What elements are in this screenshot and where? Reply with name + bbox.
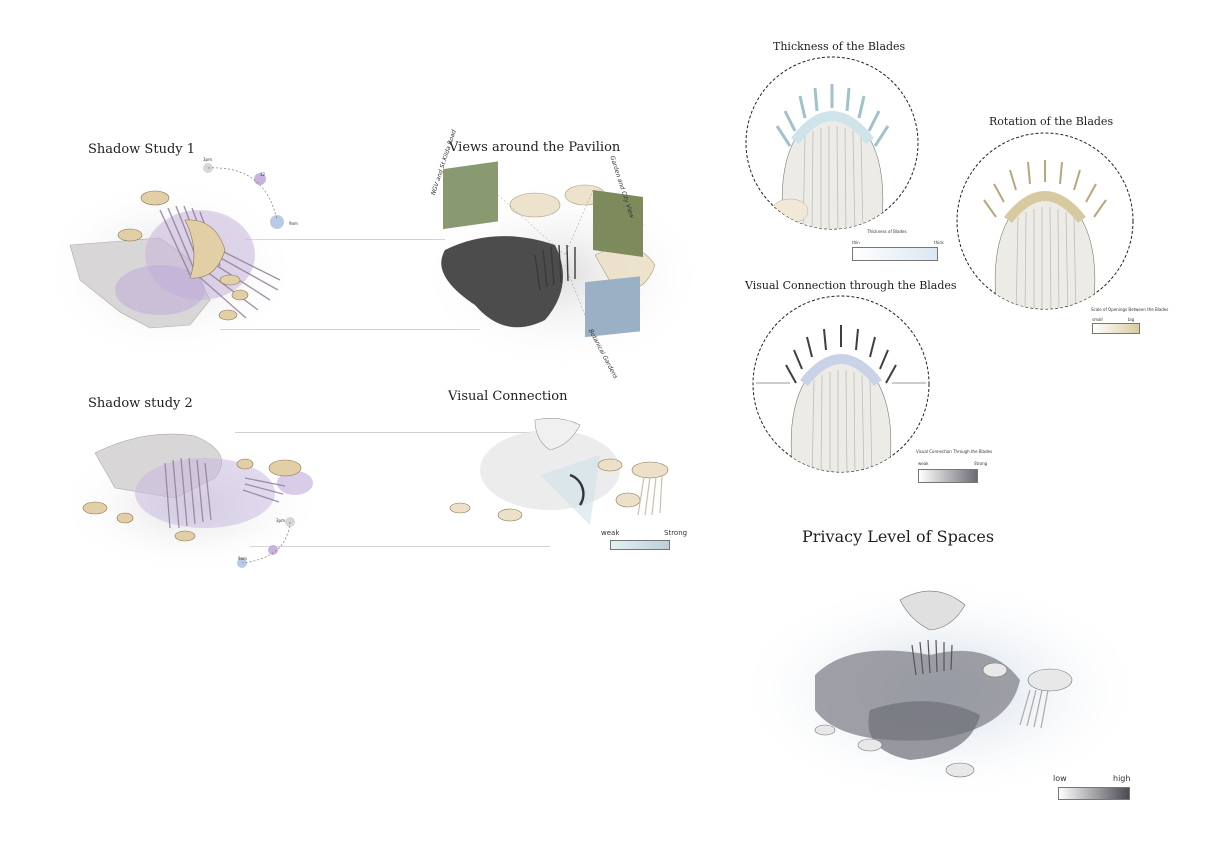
shadow-study-2-diagram — [55, 428, 325, 568]
rotation-legend-caption: Scale of Openings Between the Blades — [1091, 307, 1169, 312]
thickness-diagram — [745, 56, 919, 230]
thickness-legend-thick: thick — [934, 240, 944, 245]
connector-line — [220, 329, 480, 330]
time-label-9am: 9am — [289, 221, 298, 226]
connector-line — [245, 239, 445, 240]
views-diagram — [418, 161, 708, 365]
thickness-title: Thickness of the Blades — [773, 40, 906, 53]
shadow-study-1-title: Shadow Study 1 — [88, 142, 196, 157]
through-title: Visual Connection through the Blades — [745, 279, 957, 292]
privacy-title: Privacy Level of Spaces — [802, 527, 995, 546]
connector-line — [250, 546, 550, 547]
thickness-legend-thin: thin — [852, 240, 860, 245]
rotation-title: Rotation of the Blades — [989, 115, 1114, 128]
shadow-study-1-diagram — [40, 163, 300, 355]
thickness-legend-caption: Thickness of Blades — [867, 229, 907, 234]
visual-legend-weak: weak — [601, 529, 620, 537]
time-label-12: 12 — [260, 172, 266, 177]
visual-connection-diagram — [449, 418, 669, 525]
visual-legend-strong: Strong — [664, 529, 688, 537]
through-legend-strong: Strong — [974, 461, 988, 466]
rotation-legend-big: big — [1128, 317, 1135, 322]
through-legend-bar — [918, 469, 978, 483]
visual-legend-bar — [610, 540, 670, 550]
rotation-diagram — [956, 132, 1134, 310]
privacy-legend-bar — [1058, 787, 1130, 800]
time-label-3pm-2: 3pm — [276, 518, 285, 523]
time-label-3pm: 3pm — [203, 157, 212, 162]
time-label-9am-2: 9am — [238, 556, 247, 561]
through-diagram — [752, 295, 930, 473]
privacy-diagram — [730, 575, 1150, 805]
through-legend-caption: Visual Connection Through the Blades — [916, 449, 993, 454]
visual-connection-title: Visual Connection — [448, 389, 568, 404]
rotation-legend-small: small — [1092, 317, 1103, 322]
connector-line — [235, 432, 530, 433]
through-legend-weak: weak — [918, 461, 929, 466]
privacy-legend-high: high — [1113, 774, 1131, 783]
privacy-legend-low: low — [1053, 774, 1067, 783]
rotation-legend-bar — [1092, 323, 1140, 334]
views-title: Views around the Pavilion — [449, 140, 621, 155]
shadow-study-2-title: Shadow study 2 — [88, 396, 193, 411]
thickness-legend-bar — [852, 247, 938, 261]
